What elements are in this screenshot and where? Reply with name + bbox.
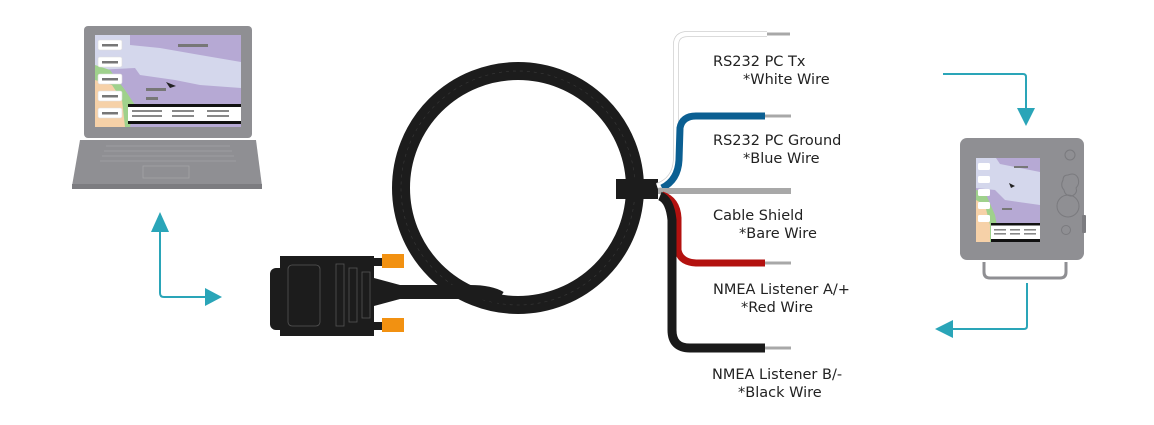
chartplotter-screen-chart bbox=[976, 158, 1040, 242]
wire-label-title: RS232 PC Tx bbox=[713, 54, 806, 70]
dial-icon bbox=[1056, 194, 1080, 218]
wire-label-note: *White Wire bbox=[743, 72, 830, 88]
thumbscrew-top bbox=[382, 254, 404, 268]
wire-label-note: *Blue Wire bbox=[743, 151, 820, 167]
wire-label-title: RS232 PC Ground bbox=[713, 133, 842, 149]
chartplotter-in-arrow bbox=[943, 73, 1035, 126]
wire-label-blue: RS232 PC Ground *Blue Wire bbox=[713, 132, 841, 168]
wire-blue bbox=[660, 112, 791, 192]
laptop-screen-chart bbox=[95, 35, 241, 127]
thumbscrew-bottom bbox=[382, 318, 404, 332]
arrow-head-up-icon bbox=[151, 212, 169, 232]
wire-black bbox=[657, 191, 791, 353]
wire-label-white: RS232 PC Tx *White Wire bbox=[713, 53, 830, 89]
wire-label-title: NMEA Listener A/+ bbox=[713, 282, 850, 298]
arrow-head-down-icon bbox=[1017, 108, 1035, 126]
arrow-head-left-icon bbox=[935, 320, 953, 338]
chartplotter bbox=[960, 138, 1086, 280]
laptop bbox=[72, 26, 262, 189]
wire-label-note: *Black Wire bbox=[738, 385, 822, 401]
wire-label-title: Cable Shield bbox=[713, 208, 804, 224]
wire-label-note: *Bare Wire bbox=[739, 226, 817, 242]
laptop-bidirectional-arrow bbox=[151, 212, 222, 306]
button-small-bottom-icon bbox=[1061, 225, 1071, 235]
laptop-keyboard bbox=[100, 145, 236, 179]
wire-label-title: NMEA Listener B/- bbox=[712, 367, 843, 383]
button-rocker-icon bbox=[1061, 173, 1080, 197]
wire-label-red: NMEA Listener A/+ *Red Wire bbox=[713, 281, 850, 317]
db9-connector bbox=[270, 254, 404, 336]
button-small-top-icon bbox=[1064, 149, 1076, 161]
chartplotter-bracket bbox=[982, 262, 1068, 280]
laptop-base bbox=[72, 140, 262, 186]
wire-label-bare: Cable Shield *Bare Wire bbox=[713, 207, 817, 243]
arrow-head-right-icon bbox=[205, 288, 222, 306]
chartplotter-out-arrow bbox=[935, 283, 1028, 338]
wire-label-black: NMEA Listener B/- *Black Wire bbox=[712, 366, 842, 402]
chartplotter-buttons bbox=[1056, 149, 1080, 235]
wire-label-note: *Red Wire bbox=[741, 300, 814, 316]
cable-breakout-sleeve bbox=[616, 179, 658, 199]
cable-coil bbox=[392, 62, 658, 314]
